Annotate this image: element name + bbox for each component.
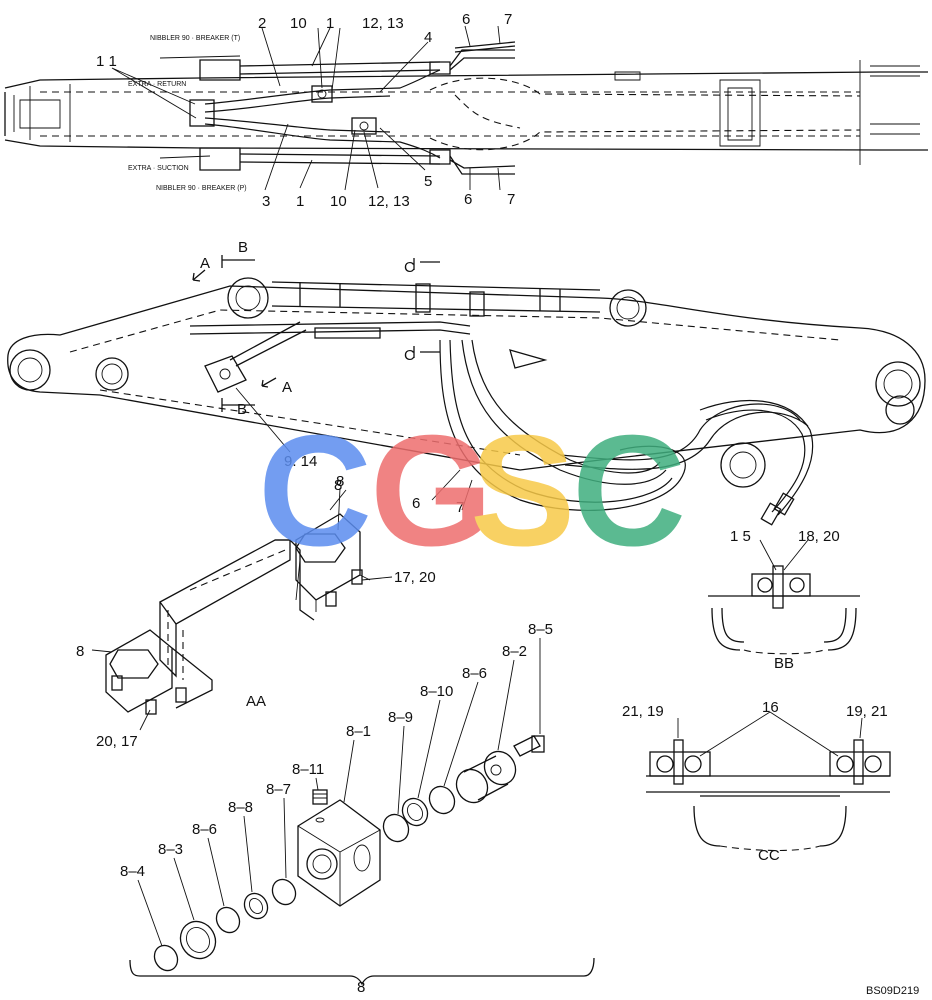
exploded-view: 8–5 8–2 8–6 8–10 8–9 8–1 8–11 8–7 8–8 8–…: [120, 621, 595, 996]
label-8-8: 8–8: [228, 799, 253, 816]
label-8-11: 8–11: [292, 761, 324, 778]
section-b-top: B: [238, 239, 248, 256]
label-8-1: 8–1: [346, 723, 371, 740]
detail-cc-title: CC: [758, 847, 780, 864]
label-18-20: 18, 20: [798, 528, 840, 545]
watermark-logo: C G S C: [258, 403, 686, 579]
label-3: 3: [262, 193, 270, 210]
label-8-4: 8–4: [120, 863, 145, 880]
label-9-14: 9. 14: [284, 453, 317, 470]
detail-cc: 21, 19 16 19, 21 CC: [622, 699, 891, 864]
section-c-bottom: C: [404, 347, 415, 364]
label-8-3: 8–3: [158, 841, 183, 858]
label-7-bottom: 7: [507, 191, 515, 208]
label-1-top: 1: [326, 15, 334, 32]
label-17-20: 17, 20: [394, 569, 436, 586]
detail-bb-title: BB: [774, 655, 794, 672]
label-12-13-bottom: 12, 13: [368, 193, 410, 210]
label-8-assembly: 8: [357, 979, 365, 996]
section-a-top: A: [200, 255, 210, 272]
label-2: 2: [258, 15, 266, 32]
label-8-side: 8: [334, 477, 342, 494]
label-6-bottom: 6: [464, 191, 472, 208]
drawing-code: BS09D219: [866, 985, 919, 997]
label-8-2: 8–2: [502, 643, 527, 660]
label-8-5: 8–5: [528, 621, 553, 638]
label-1-bottom: 1: [296, 193, 304, 210]
section-c-top: C: [404, 259, 415, 276]
label-8-aa-top: 8: [336, 473, 344, 490]
label-6-side: 6: [412, 495, 420, 512]
label-12-13-top: 12, 13: [362, 15, 404, 32]
label-11: 1 1: [96, 53, 117, 70]
detail-aa-title: AA: [246, 693, 266, 710]
note-extra-suction: EXTRA · SUCTION: [128, 165, 189, 172]
note-extra-return: EXTRA · RETURN: [128, 81, 186, 88]
label-5: 5: [424, 173, 432, 190]
label-19-21: 19, 21: [846, 703, 888, 720]
label-8-7: 8–7: [266, 781, 291, 798]
label-8-6-lower: 8–6: [192, 821, 217, 838]
label-10-top: 10: [290, 15, 307, 32]
label-10-bottom: 10: [330, 193, 347, 210]
label-15: 1 5: [730, 528, 751, 545]
label-7-top: 7: [504, 11, 512, 28]
note-nibbler-p: NIBBLER 90 · BREAKER (P): [156, 185, 247, 192]
label-16: 16: [762, 699, 779, 716]
label-20-17: 20, 17: [96, 733, 138, 750]
label-4: 4: [424, 29, 432, 46]
label-6-top: 6: [462, 11, 470, 28]
label-8-6: 8–6: [462, 665, 487, 682]
watermark-letter: S: [470, 403, 575, 579]
label-7-side: 7: [456, 499, 464, 516]
label-21-19: 21, 19: [622, 703, 664, 720]
watermark-letter: G: [370, 403, 493, 579]
section-a-bottom: A: [282, 379, 292, 396]
top-view: 2 10 1 12, 13 6 7 4 1 1 5 3 1 10 12, 13 …: [4, 11, 928, 210]
label-8-aa-left: 8: [76, 643, 84, 660]
section-b-bottom: B: [237, 401, 247, 418]
detail-aa: 8 17, 20 8 20, 17 AA: [76, 473, 436, 750]
side-view: B B A A C C 9. 14 8 6 7: [7, 239, 926, 526]
note-nibbler-t: NIBBLER 90 · BREAKER (T): [150, 35, 240, 42]
watermark-letter: C: [258, 403, 372, 579]
watermark-letter: C: [572, 403, 686, 579]
detail-bb: 1 5 18, 20 BB: [708, 528, 860, 672]
label-8-9: 8–9: [388, 709, 413, 726]
label-8-10: 8–10: [420, 683, 453, 700]
